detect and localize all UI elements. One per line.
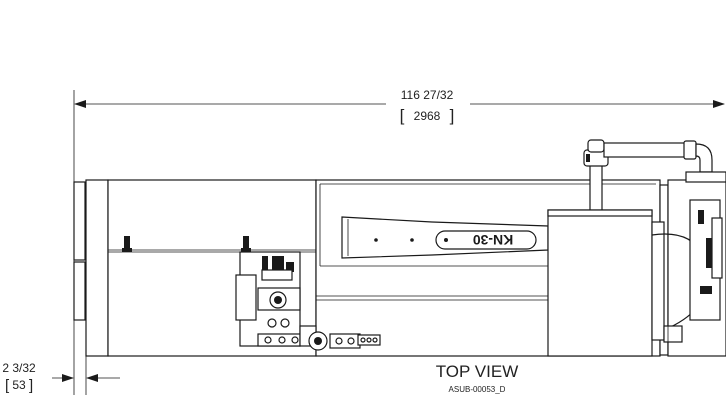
view-title: TOP VIEW <box>436 362 519 381</box>
drawing-number: ASUB-00053_D <box>449 385 506 394</box>
latch-left <box>122 236 132 252</box>
left-housing-front <box>85 179 109 357</box>
riser-pipe <box>583 139 713 216</box>
arm-label-plate <box>435 230 537 250</box>
bracket-open: [ <box>400 106 405 125</box>
overall-length-fraction: 116 27/32 <box>401 88 454 102</box>
right-end-assembly <box>651 171 726 357</box>
bracket-close: ] <box>450 106 455 125</box>
offset-metric: 53 <box>12 378 26 392</box>
horizontal-pipe <box>603 142 687 158</box>
offset-fraction: 2 3/32 <box>2 361 36 375</box>
drive-mechanism <box>235 251 381 351</box>
overall-length-dimension: 116 27/32 2968 [ ] <box>73 88 725 395</box>
end-flange-upper <box>73 181 86 261</box>
overall-length-metric: 2968 <box>414 109 441 123</box>
latch-right <box>241 236 251 252</box>
offset-dimension: 2 3/32 53 [ ] <box>2 355 120 395</box>
swing-arm: KN-30 <box>341 216 549 259</box>
end-flange-lower <box>73 261 86 321</box>
offset-bracket-close: ] <box>29 377 33 394</box>
control-box <box>547 209 653 357</box>
offset-bracket-open: [ <box>5 377 10 394</box>
motor-block <box>235 274 257 321</box>
arm-marking: KN-30 <box>473 232 514 248</box>
pipe-elbow <box>695 143 713 173</box>
machine-top-view: KN-30 <box>73 139 726 357</box>
